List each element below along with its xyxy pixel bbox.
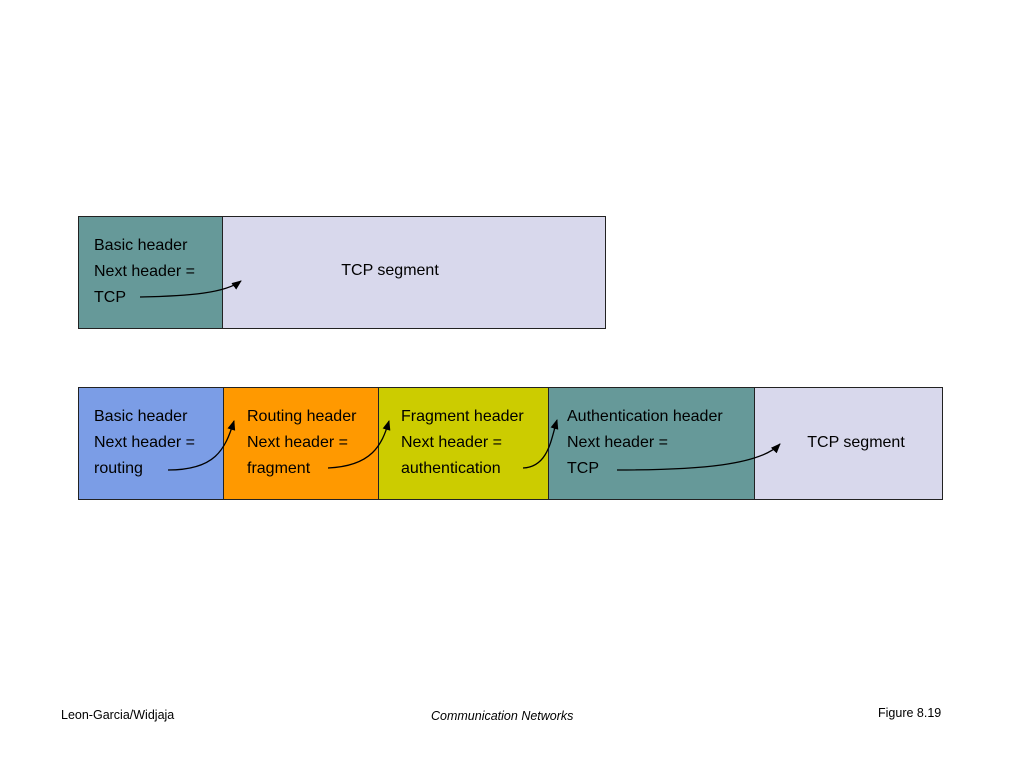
top-tcp-segment-label: TCP segment [341,262,439,279]
top-basic-header-label: Basic header Next header = TCP [94,233,195,311]
routing-header-line1: Routing header [247,408,357,425]
fragment-header-label: Fragment header Next header = authentica… [401,404,524,482]
authentication-header-line1: Authentication header [567,408,723,425]
top-basic-header-line2: Next header = [94,263,195,280]
bottom-basic-header-line3: routing [94,460,143,477]
authentication-header-line2: Next header = [567,434,668,451]
bottom-tcp-segment-label: TCP segment [807,434,905,451]
fragment-header-line1: Fragment header [401,408,524,425]
fragment-header-line2: Next header = [401,434,502,451]
top-tcp-segment-box [222,216,606,329]
bottom-basic-header-label: Basic header Next header = routing [94,404,195,482]
top-basic-header-line1: Basic header [94,237,188,254]
authentication-header-box [548,387,755,500]
fragment-header-box [378,387,549,500]
top-basic-header-box [78,216,223,329]
footer-authors: Leon-Garcia/Widjaja [61,708,175,722]
routing-header-line2: Next header = [247,434,348,451]
fragment-header-line3: authentication [401,460,501,477]
footer-book-title: Communication Networks [431,709,574,723]
authentication-header-line3: TCP [567,460,599,477]
authentication-header-label: Authentication header Next header = TCP [567,404,723,482]
bottom-basic-header-line1: Basic header [94,408,188,425]
bottom-tcp-segment-box [754,387,943,500]
bottom-basic-header-line2: Next header = [94,434,195,451]
routing-header-line3: fragment [247,460,311,477]
routing-header-label: Routing header Next header = fragment [247,404,356,482]
footer-figure-number: Figure 8.19 [878,706,942,720]
top-basic-header-line3: TCP [94,289,126,306]
